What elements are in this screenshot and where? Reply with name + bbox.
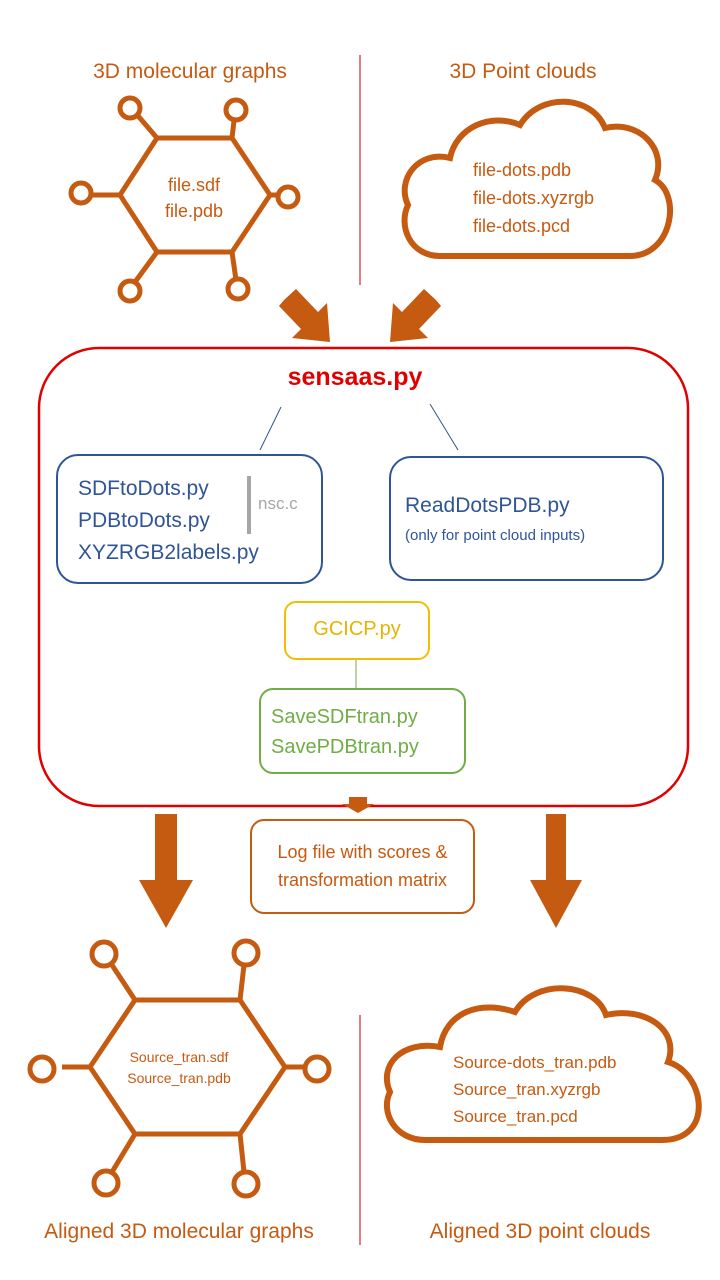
gcicp-label: GCICP.py: [313, 618, 401, 640]
input-left-title: 3D molecular graphs: [93, 60, 287, 83]
output-cloud-icon: [383, 985, 702, 1143]
read-dots-label: ReadDotsPDB.py: [405, 494, 570, 517]
output-molecule-files: Source_tran.sdf Source_tran.pdb: [104, 1047, 254, 1089]
pdb-to-dots-label: PDBtoDots.py: [78, 509, 210, 532]
save-scripts: SaveSDFtran.py SavePDBtran.py: [271, 702, 419, 762]
input-file-dots-xyzrgb: file-dots.xyzrgb: [473, 188, 595, 208]
save-pdb-label: SavePDBtran.py: [271, 736, 419, 758]
input-file-dots-pcd: file-dots.pcd: [473, 216, 571, 236]
input-file-dots-pdb: file-dots.pdb: [473, 160, 572, 180]
log-arrow: [342, 797, 374, 813]
save-sdf-label: SaveSDFtran.py: [271, 706, 418, 728]
sdf-to-dots-label: SDFtoDots.py: [78, 477, 209, 500]
input-right-title: 3D Point clouds: [449, 60, 597, 83]
xyzrgb-labels-label: XYZRGB2labels.py: [78, 541, 259, 564]
output-file-xyzrgb: Source_tran.xyzrgb: [453, 1080, 601, 1099]
output-cloud-files: Source-dots_tran.pdb Source_tran.xyzrgb …: [453, 1049, 617, 1130]
gcicp-module: [284, 601, 430, 660]
input-cloud-files: file-dots.pdb file-dots.xyzrgb file-dots…: [473, 156, 594, 240]
input-molecule-files: file.sdf file.pdb: [135, 172, 253, 224]
log-file-text: Log file with scores & transformation ma…: [250, 838, 475, 894]
sensaas-title: sensaas.py: [287, 363, 423, 391]
input-arrows: [279, 289, 441, 342]
output-file-sdf: Source_tran.sdf: [129, 1049, 229, 1065]
output-right-title: Aligned 3D point clouds: [429, 1220, 651, 1243]
output-file-dots-pdb: Source-dots_tran.pdb: [453, 1053, 617, 1072]
converter-scripts: SDFtoDots.py PDBtoDots.py XYZRGB2labels.…: [78, 473, 259, 569]
read-dots-note: (only for point cloud inputs): [405, 527, 586, 544]
output-molecule-icon: [27, 938, 332, 1199]
output-file-pcd: Source_tran.pcd: [453, 1107, 578, 1126]
log-file-box: [250, 819, 475, 914]
nsc-separator: [247, 476, 251, 534]
input-file-pdb: file.pdb: [164, 201, 224, 221]
nsc-label: nsc.c: [258, 494, 298, 513]
log-line-1: Log file with scores &: [277, 842, 448, 862]
save-module: [259, 688, 466, 774]
input-cloud-icon: [401, 98, 673, 259]
log-line-2: transformation matrix: [277, 870, 448, 890]
input-file-sdf: file.sdf: [167, 175, 221, 195]
read-dots-module: [389, 456, 664, 581]
input-molecule-icon: [68, 95, 301, 304]
output-arrows: [139, 814, 582, 928]
output-left-title: Aligned 3D molecular graphs: [44, 1220, 314, 1243]
dots-converter-module: [56, 454, 323, 584]
output-file-pdb: Source_tran.pdb: [127, 1070, 231, 1086]
